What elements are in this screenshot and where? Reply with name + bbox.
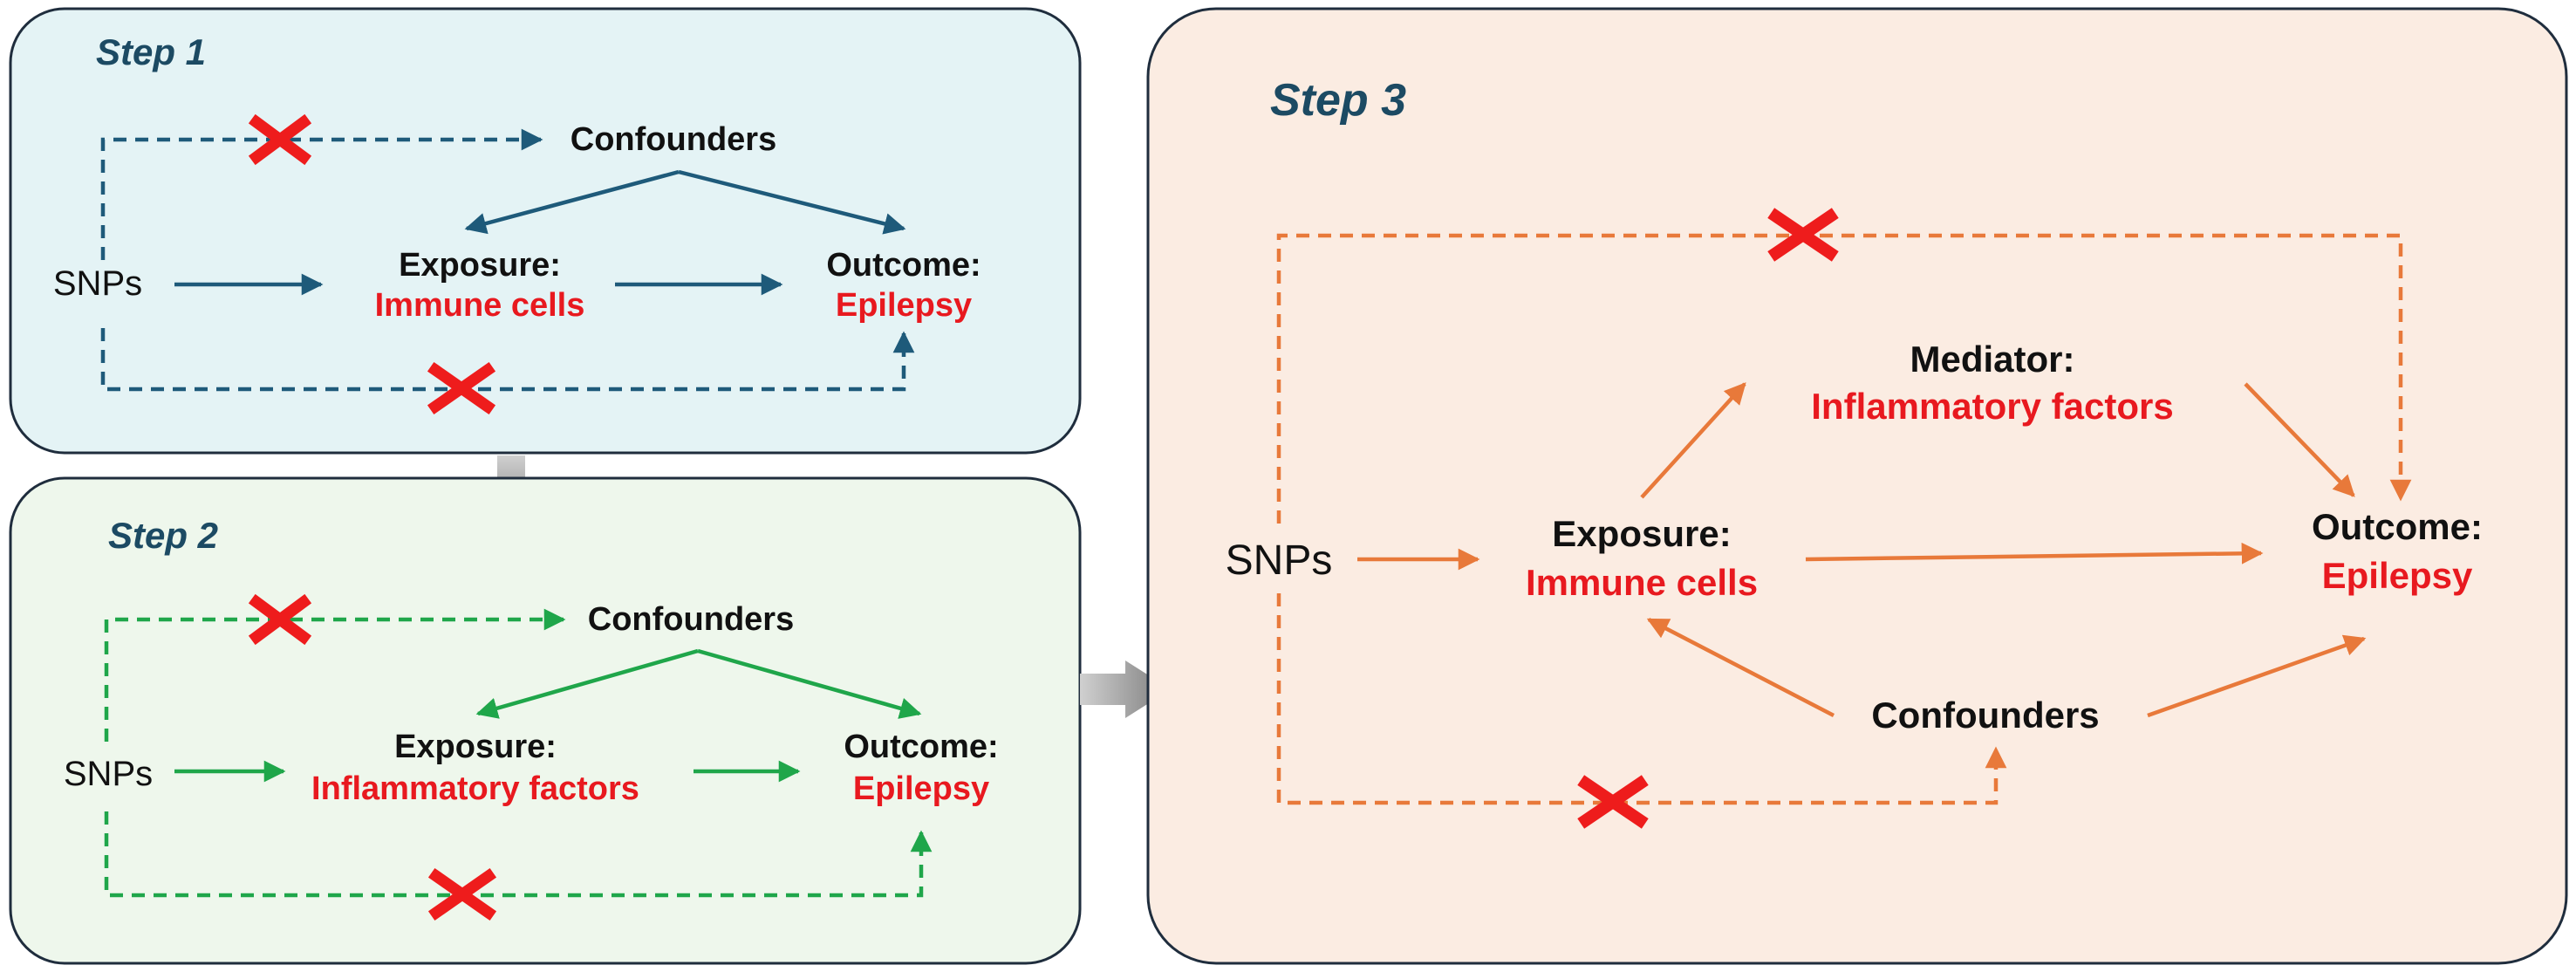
step2-exposure-value: Inflammatory factors [311,770,639,807]
step3-exposure-label: Exposure: [1552,513,1731,554]
step3-outcome-value: Epilepsy [2322,555,2473,596]
step3-outcome-label: Outcome: [2312,506,2483,547]
step3-exposure-value: Immune cells [1526,562,1758,603]
step2-confounders-label: Confounders [588,601,794,638]
step3-snps-label: SNPs [1226,537,1333,584]
step3-confounders-label: Confounders [1871,695,2099,736]
step2-background [9,476,1082,965]
step3-panel: Step 3 S [1146,7,2568,965]
step2-snps-label: SNPs [64,755,153,793]
step1-cross-bottom [427,361,496,415]
step3-mediator-label: Mediator: [1910,339,2075,380]
step2-exposure-label: Exposure: [394,729,557,765]
step2-arrow-confounders-to-outcome [697,648,922,719]
step1-background [9,7,1082,455]
step3-cross-bottom [1577,775,1649,829]
step1-confounders-label: Confounders [571,121,776,158]
step2-cross-top [248,593,312,646]
step3-title: Step 3 [1270,75,1406,126]
step2-arrow-confounders-to-exposure [475,648,699,719]
step1-arrow-snps-to-confounders [100,128,543,260]
step2-outcome-label: Outcome: [844,729,998,765]
step1-arrow-confounders-to-exposure [464,169,680,235]
step3-cross-top [1767,208,1839,262]
step1-panel: Step 1 Confounders SNPs Expos [9,7,1082,455]
step3-arrow-confounders-to-outcome [2147,634,2367,718]
step3-background [1146,7,2568,965]
step1-outcome-label: Outcome: [826,247,981,284]
step1-outcome-value: Epilepsy [836,287,972,324]
step1-snps-label: SNPs [53,264,142,303]
step2-panel: Step 2 Confounders SNPs Exposure: Inflam… [9,476,1082,965]
step1-cross-top [248,113,312,166]
step3-arrow-mediator-to-outcome [2244,382,2355,497]
step3-arrow-snps-to-outcome-direct [1276,233,2412,524]
step1-exposure-value: Immune cells [375,287,585,324]
step2-arrow-snps-to-outcome-direct [104,811,933,898]
step1-arrow-confounders-to-outcome [678,169,906,235]
step1-title: Step 1 [96,31,206,72]
step1-arrow-snps-to-outcome-direct [100,328,915,392]
step2-cross-bottom [427,867,497,921]
step2-title: Step 2 [108,515,218,556]
step3-arrow-exposure-to-mediator [1640,382,1746,499]
step3-arrow-snps-to-confounders [1276,593,2007,805]
step2-arrow-snps-to-confounders [104,608,566,742]
step3-arrow-exposure-to-outcome [1805,542,2264,565]
step1-exposure-label: Exposure: [399,247,561,284]
step2-outcome-value: Epilepsy [853,770,989,807]
step3-arrow-confounders-to-exposure [1646,618,1835,717]
step3-mediator-value: Inflammatory factors [1811,386,2173,427]
